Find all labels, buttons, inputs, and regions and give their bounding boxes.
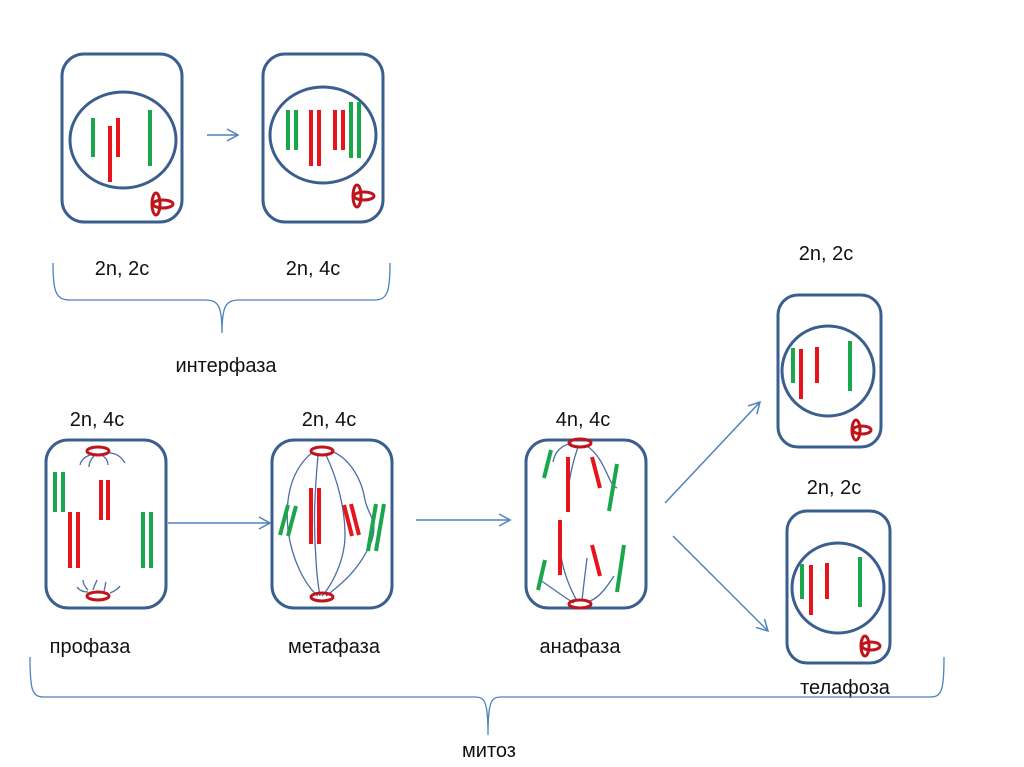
centriole-icon bbox=[859, 634, 882, 658]
spindle-fibers bbox=[76, 579, 121, 594]
interphase-label: интерфаза bbox=[175, 355, 277, 377]
metaphase-formula: 2n, 4c bbox=[302, 409, 356, 431]
chromosome-red bbox=[590, 544, 602, 577]
anaphase-formula: 4n, 4c bbox=[556, 409, 610, 431]
interphase-cell2-formula: 2n, 4c bbox=[286, 258, 340, 280]
centriole-icon bbox=[85, 590, 111, 602]
telophase-lower-formula: 2n, 2c bbox=[807, 477, 861, 499]
prophase-formula: 2n, 4c bbox=[70, 409, 124, 431]
cell-membrane bbox=[261, 52, 385, 224]
centriole-icon bbox=[85, 445, 111, 457]
chromosome-green bbox=[615, 544, 626, 593]
chromosome-green bbox=[374, 503, 386, 552]
spindle-fibers bbox=[79, 452, 126, 468]
cell-membrane bbox=[270, 438, 394, 610]
telophase-upper-formula: 2n, 2c bbox=[799, 243, 853, 265]
chromosome-green bbox=[607, 463, 619, 512]
chromosome-green bbox=[278, 504, 290, 536]
chromosome-red bbox=[349, 503, 361, 536]
metaphase-cell bbox=[270, 438, 394, 610]
mitosis-brace bbox=[29, 656, 945, 736]
nucleus bbox=[790, 541, 886, 635]
nucleus bbox=[68, 90, 178, 190]
chromosome-green bbox=[536, 559, 547, 591]
arrow-icon bbox=[664, 400, 762, 504]
cell-membrane bbox=[60, 52, 184, 224]
chromosome-green bbox=[542, 449, 553, 479]
telophase-label: телафоза bbox=[800, 677, 891, 699]
chromosome-green bbox=[366, 503, 378, 552]
telophase-lower-cell bbox=[785, 509, 892, 665]
mitosis-label: митоз bbox=[462, 740, 516, 762]
anaphase-cell bbox=[524, 437, 648, 610]
telophase-upper-cell bbox=[776, 293, 883, 449]
centriole-icon bbox=[150, 191, 175, 217]
chromosome-red bbox=[342, 504, 354, 537]
centriole-icon bbox=[567, 437, 593, 449]
chromosome-green bbox=[286, 505, 298, 537]
centriole-icon bbox=[309, 591, 335, 603]
centriole-icon bbox=[309, 445, 335, 457]
interphase-cell-2 bbox=[261, 52, 385, 224]
interphase-cell1-formula: 2n, 2c bbox=[95, 258, 149, 280]
interphase-brace bbox=[52, 262, 391, 334]
prophase-label: профаза bbox=[50, 636, 132, 658]
prophase-cell bbox=[44, 438, 168, 610]
centriole-icon bbox=[850, 418, 873, 442]
arrow-icon bbox=[672, 535, 770, 633]
nucleus bbox=[780, 324, 876, 418]
anaphase-label: анафаза bbox=[540, 636, 622, 658]
metaphase-label: метафаза bbox=[288, 636, 381, 658]
centriole-icon bbox=[351, 183, 376, 209]
interphase-cell-1 bbox=[60, 52, 184, 224]
centriole-icon bbox=[567, 598, 593, 610]
nucleus bbox=[268, 85, 378, 185]
chromosome-red bbox=[590, 456, 602, 489]
